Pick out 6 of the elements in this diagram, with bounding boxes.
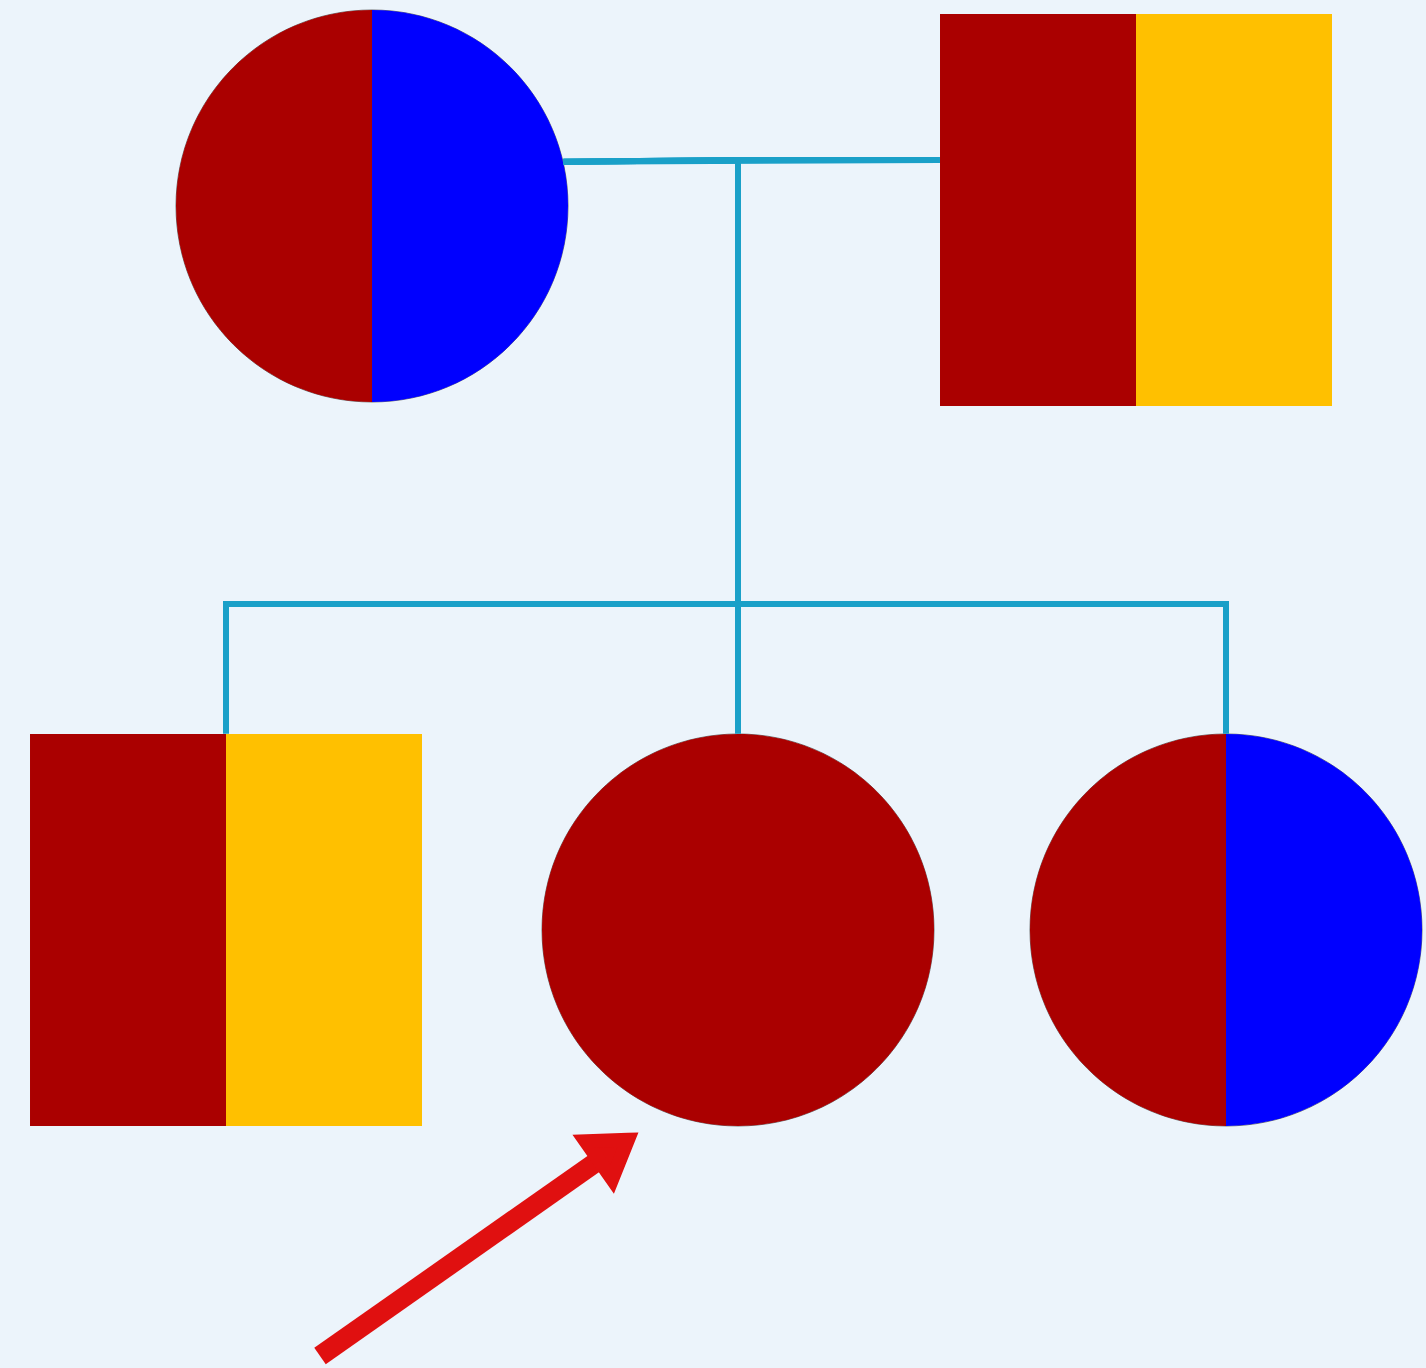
square-symbol bbox=[30, 734, 422, 1126]
circle-symbol bbox=[1029, 733, 1423, 1127]
circle-symbol bbox=[541, 733, 935, 1127]
descent-line bbox=[735, 157, 1229, 734]
circle-symbol bbox=[175, 9, 569, 403]
square-symbol bbox=[940, 14, 1332, 406]
